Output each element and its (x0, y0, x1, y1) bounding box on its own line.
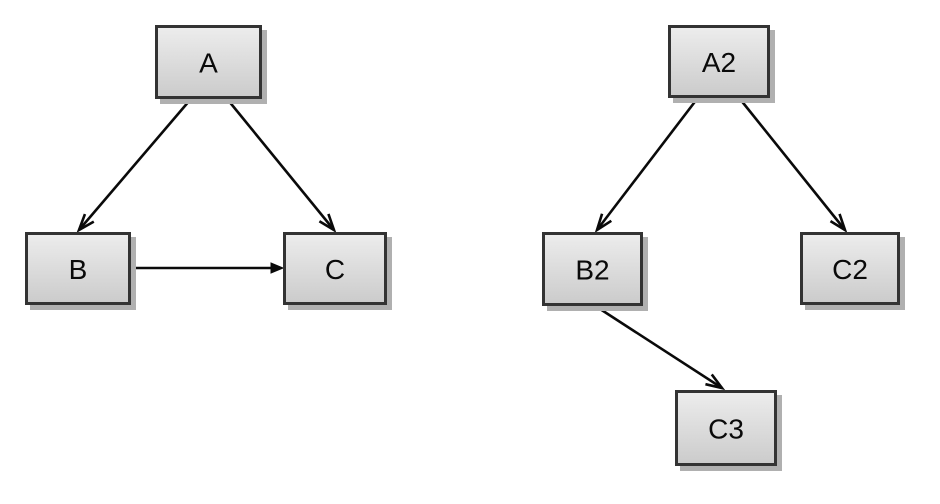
node-box[interactable] (25, 232, 131, 305)
arrowhead-icon (829, 213, 848, 233)
node-c2[interactable]: C2 (800, 232, 906, 311)
node-label: C (325, 254, 345, 285)
node-a2[interactable]: A2 (668, 25, 776, 104)
arrowhead-icon (76, 213, 95, 233)
edge-layer (594, 98, 848, 391)
node-c[interactable]: C (283, 232, 393, 311)
arrowhead-icon (270, 262, 285, 274)
edge-b2-to-c3[interactable] (596, 305, 726, 391)
node-box[interactable] (675, 390, 777, 466)
edge-b-to-c[interactable] (131, 262, 285, 274)
node-box[interactable] (155, 25, 262, 99)
node-box[interactable] (542, 232, 643, 306)
graph-left: A B C (25, 25, 393, 311)
edge-a2-to-c2[interactable] (738, 98, 848, 233)
edge-line (78, 99, 191, 231)
edge-line (738, 98, 847, 231)
edge-line (596, 305, 723, 390)
arrowhead-icon (705, 373, 726, 391)
node-label: A (199, 48, 218, 79)
edge-a-to-c[interactable] (226, 99, 337, 233)
node-layer: A B C (25, 25, 393, 311)
arrowhead-icon (318, 213, 337, 233)
node-label: B (69, 254, 88, 285)
edge-line (226, 99, 336, 231)
edge-a-to-b[interactable] (76, 99, 191, 233)
node-box[interactable] (800, 232, 900, 305)
edge-line (595, 98, 699, 231)
node-label: C2 (832, 254, 868, 285)
node-b2[interactable]: B2 (542, 232, 649, 312)
node-c3[interactable]: C3 (675, 390, 783, 472)
node-label: C3 (708, 414, 744, 445)
node-label: A2 (702, 47, 736, 78)
edge-layer (76, 99, 337, 274)
node-label: B2 (575, 255, 609, 286)
node-b[interactable]: B (25, 232, 137, 311)
node-a[interactable]: A (155, 25, 268, 105)
arrowhead-icon (594, 213, 613, 234)
node-box[interactable] (283, 232, 387, 305)
edge-a2-to-b2[interactable] (594, 98, 699, 234)
node-box[interactable] (668, 25, 770, 98)
